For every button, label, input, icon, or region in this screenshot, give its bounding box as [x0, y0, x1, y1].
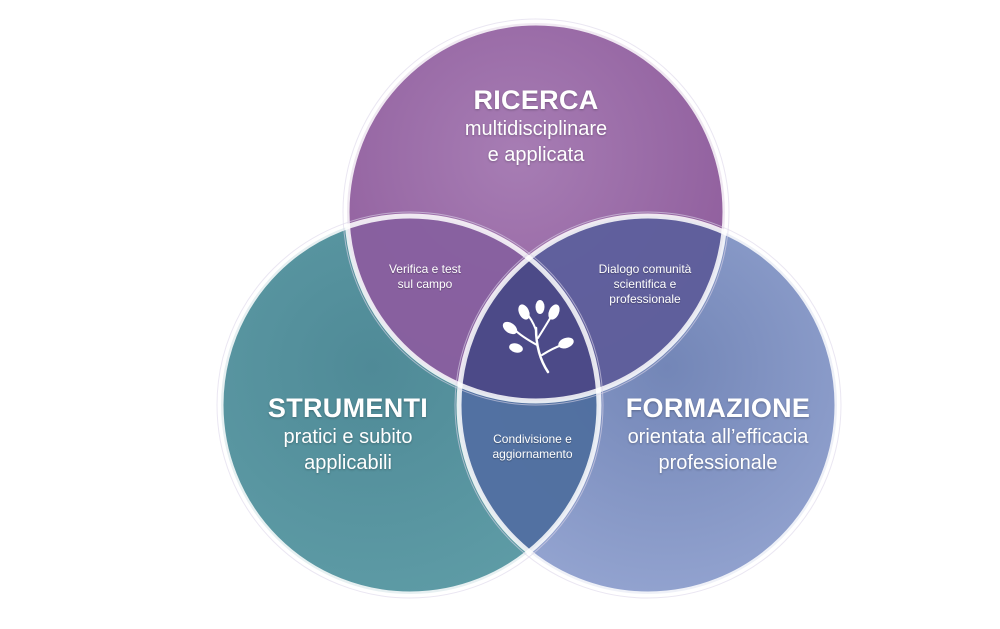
strumenti-subtitle: pratici e subito applicabili — [283, 426, 413, 474]
outline-formazione — [456, 213, 840, 597]
formazione-subtitle: orientata all’efficacia professionale — [627, 426, 809, 474]
formazione-title: FORMAZIONE — [625, 393, 811, 423]
strumenti-title: STRUMENTI — [267, 393, 429, 423]
ricerca-label: RICERCA multidisciplinare e applicata — [386, 84, 686, 168]
overlap-top-left-label: Verifica e test sul campo — [388, 262, 462, 291]
outline-ricerca — [344, 20, 728, 404]
overlap-top-right-label: Dialogo comunità scientifica e professio… — [598, 262, 692, 306]
overlap-bottom-label: Condivisione e aggiornamento — [492, 432, 573, 461]
formazione-label: FORMAZIONE orientata all’efficacia profe… — [588, 392, 848, 476]
ricerca-subtitle: multidisciplinare e applicata — [464, 118, 608, 166]
tree-sprout-icon — [502, 300, 574, 374]
outline-strumenti — [218, 213, 602, 597]
strumenti-label: STRUMENTI pratici e subito applicabili — [218, 392, 478, 476]
ricerca-title: RICERCA — [473, 85, 599, 115]
